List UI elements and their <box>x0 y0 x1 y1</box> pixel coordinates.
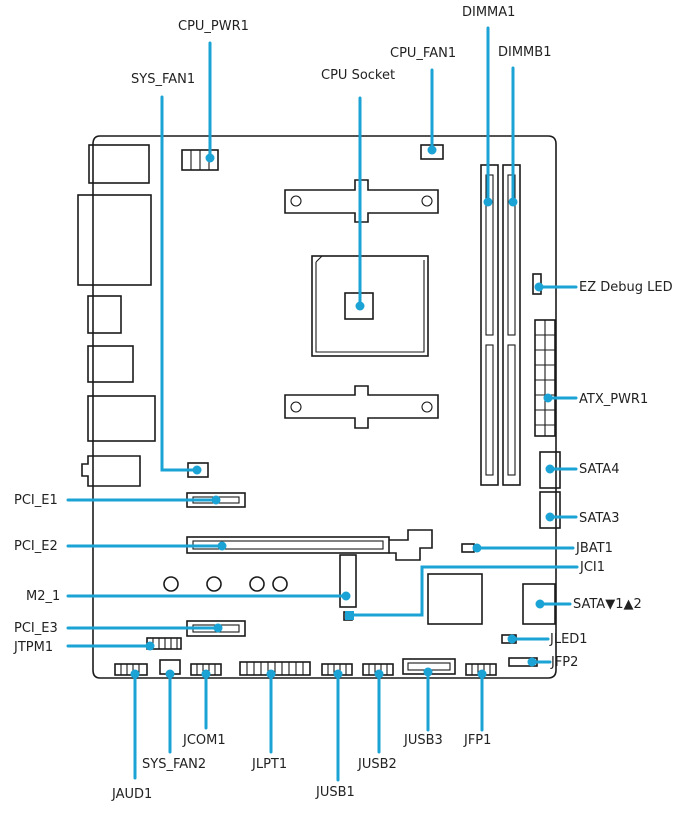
label-sata4: SATA4 <box>579 462 620 477</box>
label-m2-1: M2_1 <box>26 589 61 604</box>
label-jusb3: JUSB3 <box>404 733 443 748</box>
cpu-retention-top <box>284 179 439 223</box>
bottom-headers <box>114 658 497 676</box>
io-port-5 <box>87 395 156 442</box>
label-sys-fan2: SYS_FAN2 <box>142 757 207 772</box>
io-port-6 <box>81 455 141 487</box>
label-sata3: SATA3 <box>579 511 620 526</box>
io-port-4 <box>87 345 134 383</box>
jbat1-jumper <box>461 543 475 553</box>
label-jled1: JLED1 <box>550 632 588 647</box>
label-pci-e3: PCI_E3 <box>14 621 58 636</box>
dimm-slots <box>480 164 521 486</box>
label-pci-e2: PCI_E2 <box>14 539 58 554</box>
m2-1-slot <box>339 554 357 621</box>
label-dimmb1: DIMMB1 <box>498 45 552 60</box>
leader-lines <box>66 26 579 782</box>
label-cpu-socket: CPU Socket <box>321 68 396 83</box>
sata3-port <box>539 491 561 529</box>
label-dimma1: DIMMA1 <box>462 5 516 20</box>
label-pci-e1: PCI_E1 <box>14 493 58 508</box>
mounting-holes <box>163 576 288 592</box>
label-sys-fan1: SYS_FAN1 <box>131 72 196 87</box>
board-outline <box>92 135 557 679</box>
label-jaud1: JAUD1 <box>112 787 153 802</box>
label-jfp1: JFP1 <box>464 733 492 748</box>
label-jbat1: JBAT1 <box>576 541 613 556</box>
atx-pwr1-connector <box>534 319 556 437</box>
label-jtpm1: JTPM1 <box>14 640 54 655</box>
cpu-socket <box>311 255 429 357</box>
rear-io-ports <box>77 144 156 487</box>
label-jci1: JCI1 <box>580 560 606 575</box>
label-jusb2: JUSB2 <box>358 757 397 772</box>
chipset-chip <box>427 573 483 625</box>
label-cpu-fan1: CPU_FAN1 <box>390 46 457 61</box>
io-port-3 <box>87 295 122 334</box>
label-jcom1: JCOM1 <box>183 733 226 748</box>
label-ez-debug-led: EZ Debug LED <box>579 280 673 295</box>
io-port-2 <box>77 194 152 286</box>
io-port-1 <box>88 144 150 184</box>
label-jusb1: JUSB1 <box>316 785 355 800</box>
label-atx-pwr1: ATX_PWR1 <box>579 392 649 407</box>
label-jlpt1: JLPT1 <box>252 757 288 772</box>
cpu-retention-bottom <box>284 385 439 429</box>
label-cpu-pwr1: CPU_PWR1 <box>178 19 249 34</box>
label-jfp2: JFP2 <box>551 655 579 670</box>
label-sata12: SATA▼1▲2 <box>573 597 642 612</box>
